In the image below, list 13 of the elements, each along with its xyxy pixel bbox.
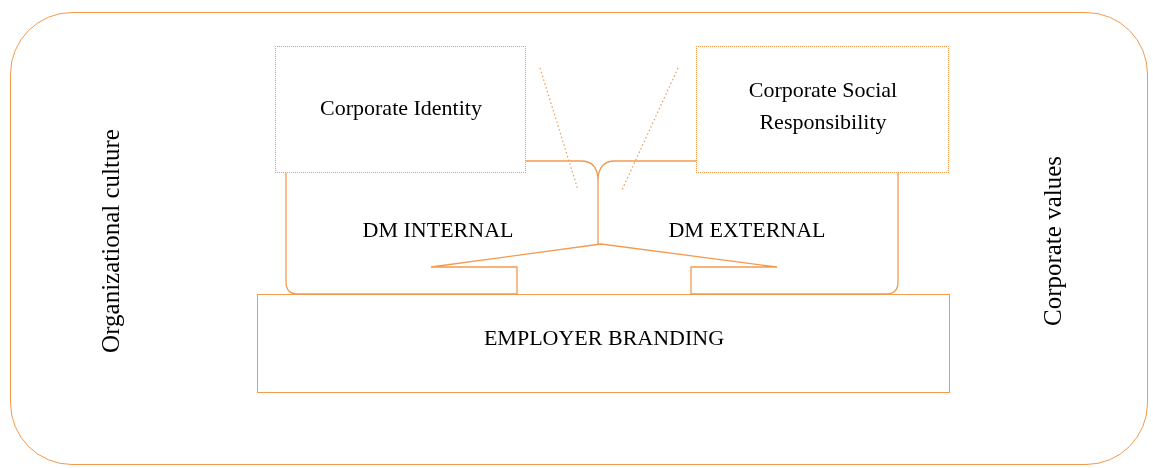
- box-label: DM EXTERNAL: [668, 216, 826, 245]
- leader-line: [539, 67, 579, 191]
- side-label: Organizational culture: [95, 129, 125, 353]
- process-box: [257, 294, 950, 393]
- box-label: Corporate Identity: [319, 94, 483, 123]
- box-label: DM INTERNAL: [362, 216, 514, 245]
- box-label: EMPLOYER BRANDING: [483, 324, 725, 353]
- frame-box: [10, 12, 1148, 465]
- side-label: Corporate values: [1037, 155, 1067, 327]
- leader-line: [621, 67, 679, 191]
- callout-box: [275, 46, 526, 173]
- callout-box: [696, 46, 949, 173]
- box-label: Corporate Social Responsibility: [747, 76, 899, 136]
